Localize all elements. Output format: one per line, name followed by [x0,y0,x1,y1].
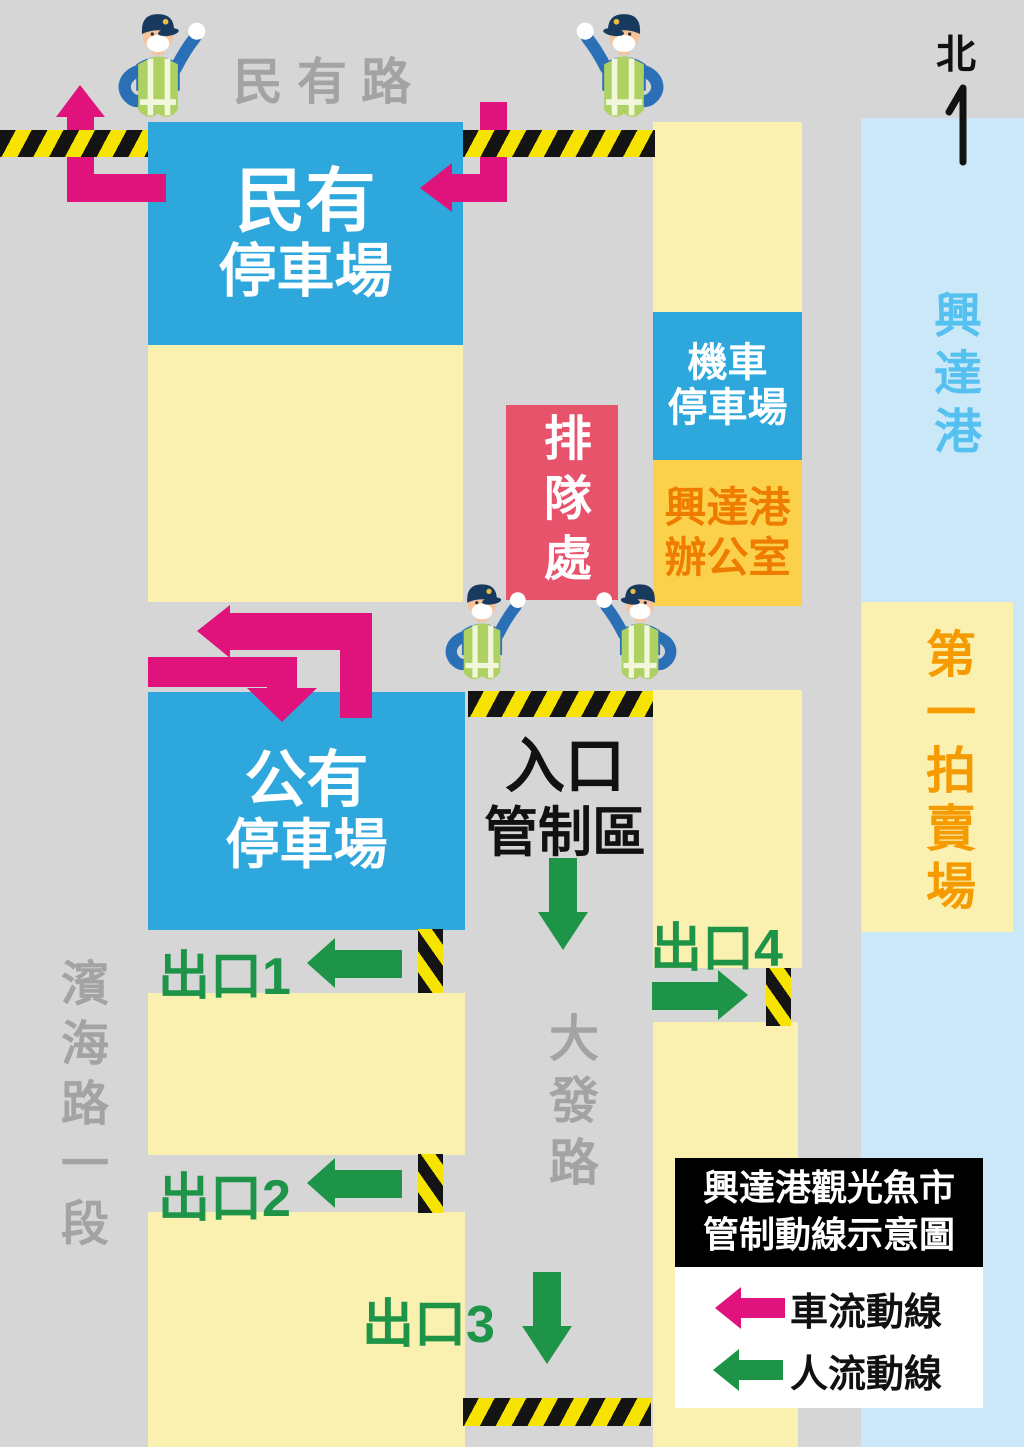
harbor-office-zone: 興達港 辦公室 [653,460,802,606]
legend-people-flow-label: 人流動線 [790,1353,943,1396]
queue-area-zone: 排隊處 [506,405,618,600]
hazard-barrier [0,130,148,157]
public-parking-label-line1: 公有 [244,746,369,816]
minyou-parking-zone: 民有 停車場 [148,122,463,345]
legend-title: 興達港觀光魚市 管制動線示意圖 [675,1158,983,1267]
legend-body: 車流動線 人流動線 [675,1267,983,1408]
harbor-office-label-line1: 興達港 [664,484,791,532]
moto-parking-zone: 機車 停車場 [653,312,802,460]
minyou-parking-label-line2: 停車場 [218,239,393,305]
auction-hall-label: 第一拍賣場 [919,628,975,918]
entrance-control-label-line2: 管制區 [484,803,646,863]
west-yard-zone [148,993,465,1155]
harbor-office-label-line2: 辦公室 [664,534,791,581]
hazard-barrier [468,691,653,717]
police-officer-icon [592,578,688,692]
police-officer-icon [434,578,530,692]
binhai-road-label: 濱海路一段 [53,958,106,1258]
police-officer-icon [106,6,210,132]
hazard-post-exit2 [418,1154,443,1213]
hazard-barrier [463,1398,651,1426]
legend-title-line1: 興達港觀光魚市 [702,1166,955,1208]
minyou-parking-label-line1: 民有 [235,161,376,240]
people-flow-arrow-icon [713,1349,783,1391]
vehicle-flow-arrow-icon [715,1287,785,1329]
public-parking-zone: 公有 停車場 [148,692,465,930]
legend: 興達港觀光魚市 管制動線示意圖 車流動線 人流動線 [675,1158,983,1408]
exit4-label: 出口4 [650,920,783,978]
legend-vehicle-flow-label: 車流動線 [790,1291,943,1334]
legend-row-people: 人流動線 [675,1339,983,1401]
moto-parking-label-line2: 停車場 [667,386,788,430]
auction-hall-zone [862,602,1013,932]
queue-area-label: 排隊處 [535,412,589,593]
exit3-label: 出口3 [362,1296,495,1354]
minyou-yard-zone [148,345,463,602]
dafa-road-label: 大發路 [542,1012,598,1198]
legend-row-vehicle: 車流動線 [675,1277,983,1339]
legend-title-line2: 管制動線示意圖 [702,1213,955,1255]
exit1-label: 出口1 [158,948,291,1006]
harbor-label: 興達港 [926,290,979,464]
police-officer-icon [572,6,676,132]
hazard-post-exit4 [766,968,791,1026]
moto-parking-label-line1: 機車 [687,341,768,386]
exit2-label: 出口2 [158,1170,291,1228]
minyou-road-label: 民有路 [233,54,425,110]
hazard-barrier [463,130,655,157]
entrance-control-label-line1: 入口 [505,733,625,800]
east-yard-zone [653,690,802,968]
north-yard-zone [653,122,802,312]
north-label: 北 [936,33,976,77]
hazard-post-exit1 [418,929,443,993]
west-yard-south-zone [148,1212,465,1447]
public-parking-label-line2: 停車場 [225,815,388,876]
